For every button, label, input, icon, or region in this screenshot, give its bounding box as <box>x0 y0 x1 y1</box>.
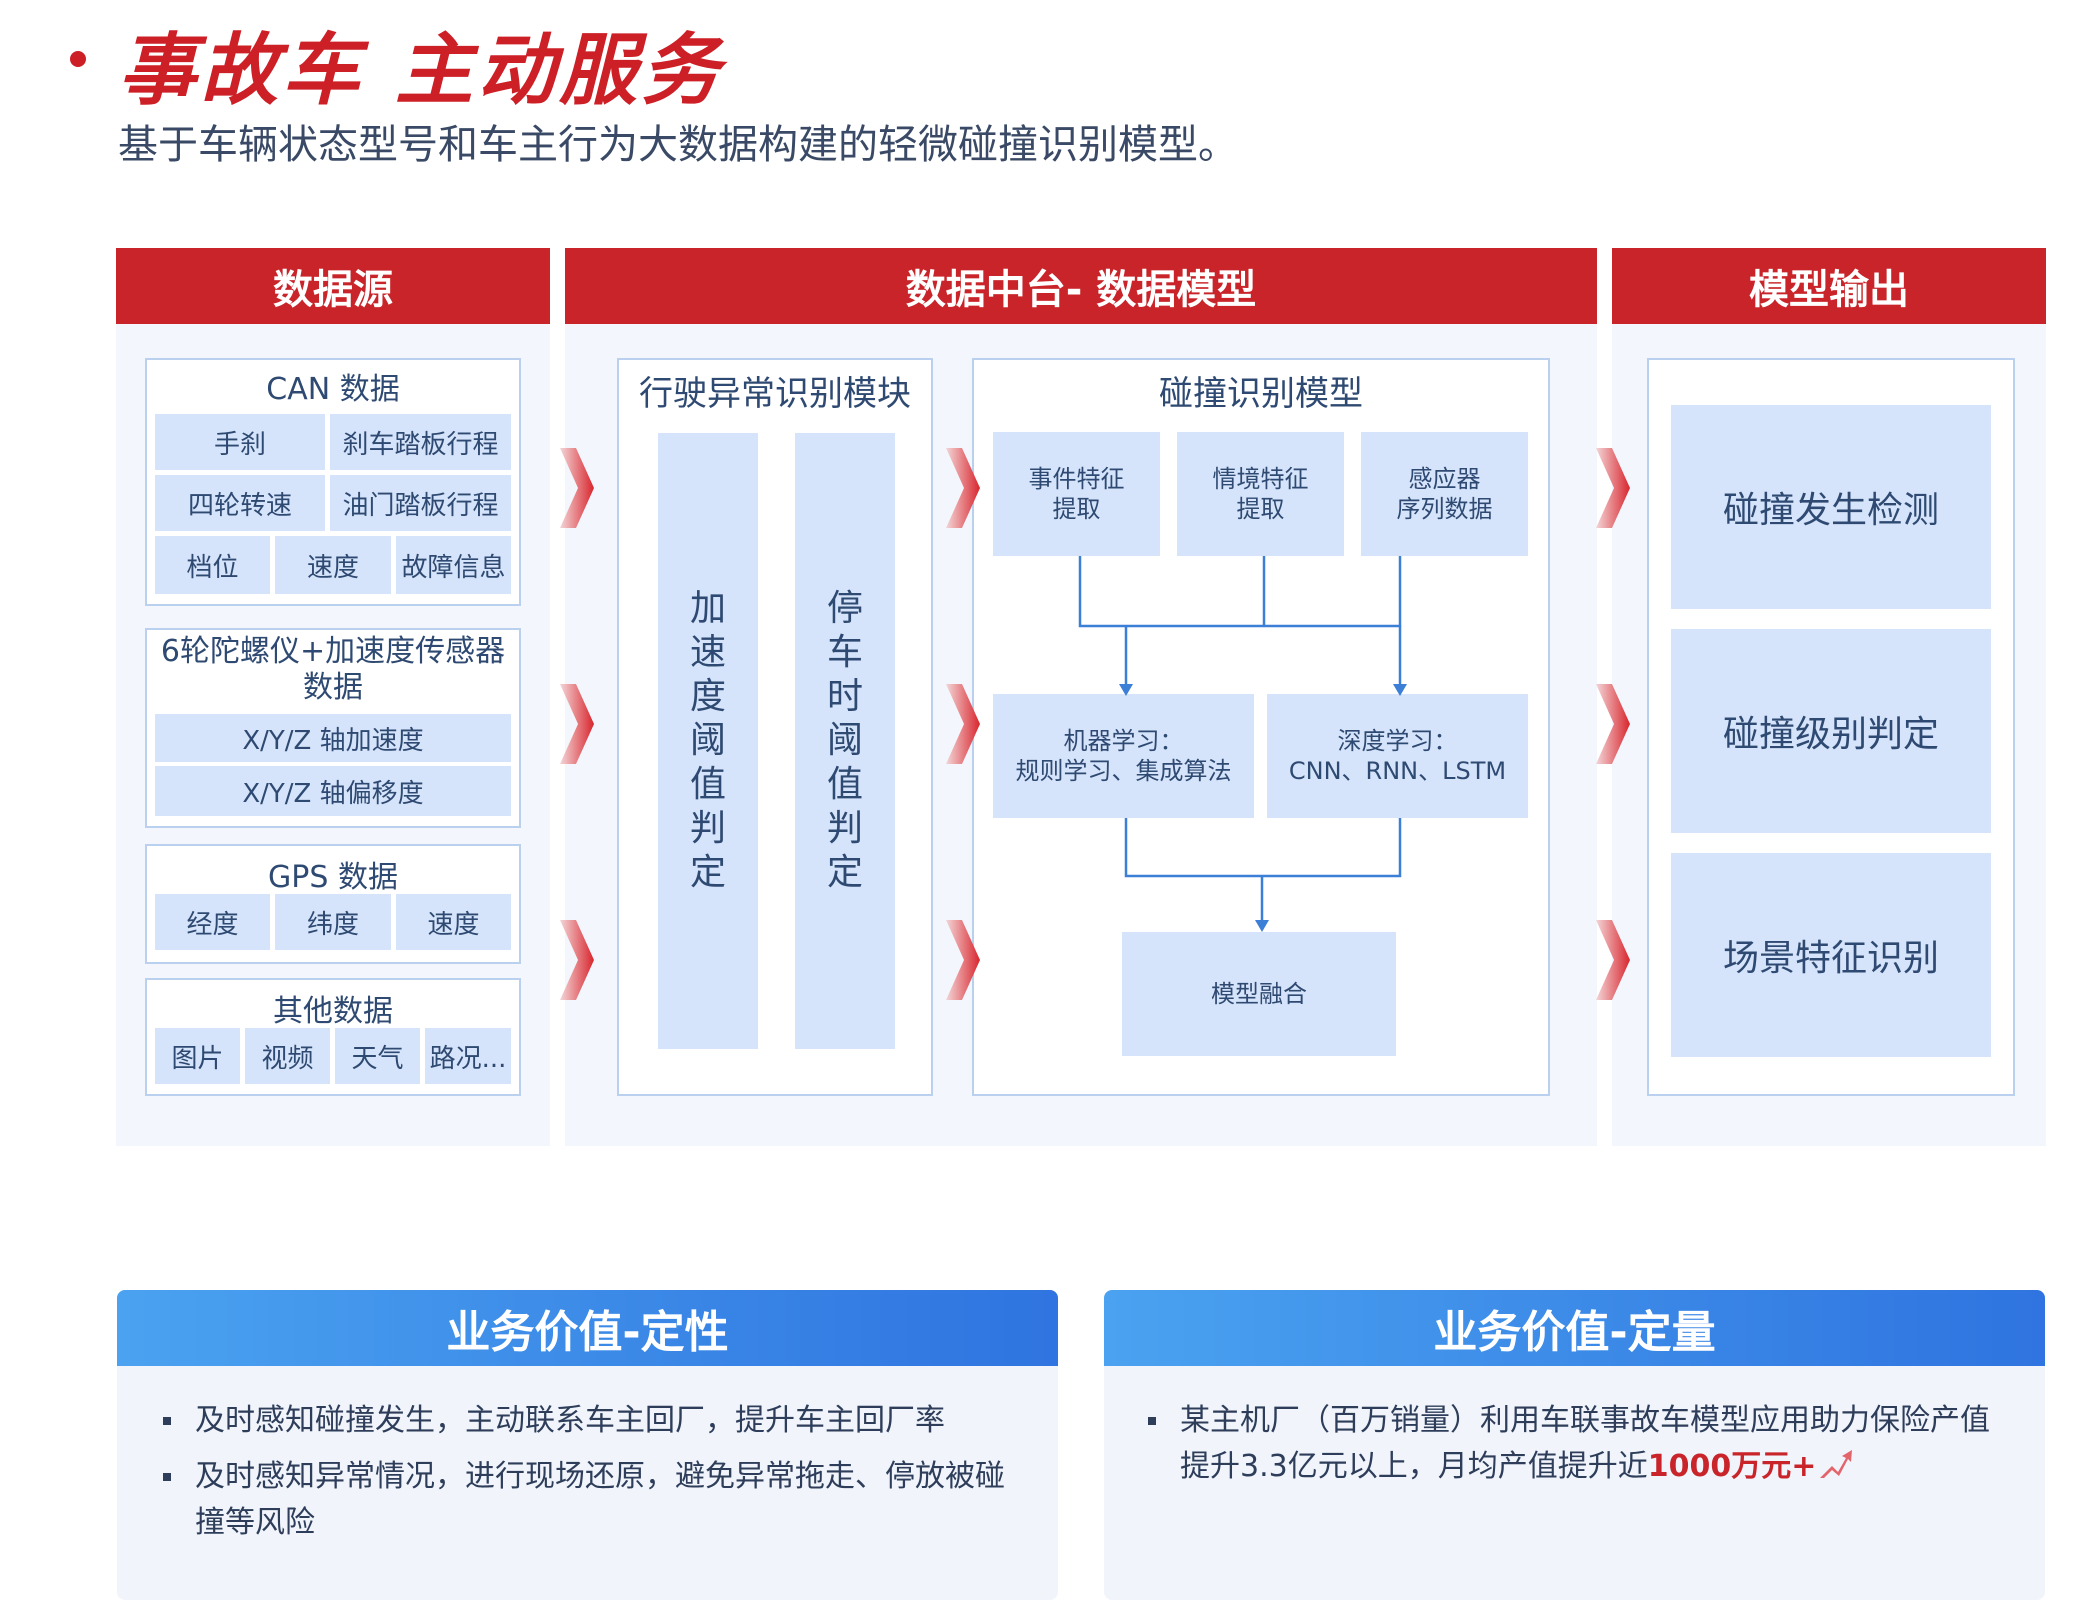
flow-arrow-icon <box>946 448 980 528</box>
flow-arrow-icon <box>946 920 980 1000</box>
gyro-cell: X/Y/Z 轴偏移度 <box>155 766 511 816</box>
flow-arrow-icon <box>560 684 594 764</box>
can-data-title: CAN 数据 <box>266 372 400 407</box>
other-cell: 路况... <box>425 1028 511 1084</box>
other-cell: 视频 <box>245 1028 330 1084</box>
sources-header: 数据源 <box>116 248 550 324</box>
bullet-square-icon <box>163 1473 171 1481</box>
output-item: 碰撞发生检测 <box>1671 405 1991 609</box>
flow-arrow-icon <box>946 684 980 764</box>
learning-cell: 深度学习： CNN、RNN、LSTM <box>1267 694 1528 818</box>
quantitative-item: 某主机厂（百万销量）利用车联事故车模型应用助力保险产值提升3.3亿元以上，月均产… <box>1148 1398 2018 1490</box>
platform-header: 数据中台- 数据模型 <box>565 248 1597 324</box>
learning-join-line <box>1124 818 1402 878</box>
arrowhead-icon <box>1393 684 1407 696</box>
gps-cell: 经度 <box>155 894 270 950</box>
qualitative-list: 及时感知碰撞发生，主动联系车主回厂，提升车主回厂率 及时感知异常情况，进行现场还… <box>163 1398 1033 1546</box>
bullet-square-icon <box>163 1417 171 1425</box>
gyro-data-title: 6轮陀螺仪+加速度传感器数据 <box>160 634 506 705</box>
connector-arrowheads <box>1119 684 1407 932</box>
bullet-square-icon <box>1148 1417 1156 1425</box>
can-cell: 档位 <box>155 536 270 594</box>
anomaly-item: 加速度阈值判定 <box>658 433 758 1049</box>
growth-arrow-icon <box>1820 1450 1853 1478</box>
feature-cell: 感应器 序列数据 <box>1361 432 1528 556</box>
anomaly-item-text: 加速度阈值判定 <box>689 588 726 893</box>
quantitative-list: 某主机厂（百万销量）利用车联事故车模型应用助力保险产值提升3.3亿元以上，月均产… <box>1148 1398 2018 1490</box>
quantitative-highlight: 1000万元+ <box>1647 1449 1817 1484</box>
flow-arrow-icon <box>1596 920 1630 1000</box>
other-data-title: 其他数据 <box>273 994 393 1029</box>
anomaly-item: 停车时阈值判定 <box>795 433 895 1049</box>
anomaly-module-title: 行驶异常识别模块 <box>639 374 911 414</box>
can-cell: 故障信息 <box>396 536 511 594</box>
gps-cell: 纬度 <box>275 894 391 950</box>
connector-lines <box>1078 556 1402 924</box>
title-bullet <box>70 51 86 67</box>
arrowhead-icon <box>1119 684 1133 696</box>
value-quantitative-header: 业务价值-定量 <box>1104 1290 2045 1366</box>
flow-arrows <box>560 448 1630 1000</box>
flow-arrow-icon <box>560 920 594 1000</box>
page-title: 事故车 主动服务 <box>118 26 724 116</box>
other-cell: 天气 <box>335 1028 420 1084</box>
output-item: 碰撞级别判定 <box>1671 629 1991 833</box>
feature-cell: 情境特征 提取 <box>1177 432 1344 556</box>
value-quantitative-body: 某主机厂（百万销量）利用车联事故车模型应用助力保险产值提升3.3亿元以上，月均产… <box>1148 1398 2018 1500</box>
collision-model-title: 碰撞识别模型 <box>1159 374 1363 414</box>
flow-arrow-icon <box>560 448 594 528</box>
qualitative-item: 及时感知碰撞发生，主动联系车主回厂，提升车主回厂率 <box>163 1398 1033 1444</box>
value-qualitative-header: 业务价值-定性 <box>117 1290 1058 1366</box>
other-cell: 图片 <box>155 1028 240 1084</box>
value-qualitative-body: 及时感知碰撞发生，主动联系车主回厂，提升车主回厂率 及时感知异常情况，进行现场还… <box>163 1398 1033 1556</box>
quantitative-item-text: 某主机厂（百万销量）利用车联事故车模型应用助力保险产值提升3.3亿元以上，月均产… <box>1180 1403 1990 1484</box>
output-header: 模型输出 <box>1612 248 2046 324</box>
page-subtitle: 基于车辆状态型号和车主行为大数据构建的轻微碰撞识别模型。 <box>118 122 1238 168</box>
flow-arrow-icon <box>1596 448 1630 528</box>
can-cell: 速度 <box>275 536 391 594</box>
feature-join-line <box>1078 556 1402 628</box>
qualitative-item: 及时感知异常情况，进行现场还原，避免异常拖走、停放被碰撞等风险 <box>163 1454 1033 1546</box>
flow-arrow-icon <box>1596 684 1630 764</box>
gps-cell: 速度 <box>396 894 511 950</box>
gyro-cell: X/Y/Z 轴加速度 <box>155 714 511 762</box>
can-cell: 刹车踏板行程 <box>330 414 511 470</box>
gps-data-title: GPS 数据 <box>268 860 398 895</box>
qualitative-item-text: 及时感知异常情况，进行现场还原，避免异常拖走、停放被碰撞等风险 <box>195 1459 1005 1540</box>
can-cell: 四轮转速 <box>155 475 325 531</box>
can-cell: 手刹 <box>155 414 325 470</box>
learning-cell: 机器学习： 规则学习、集成算法 <box>993 694 1254 818</box>
feature-cell: 事件特征 提取 <box>993 432 1160 556</box>
can-cell: 油门踏板行程 <box>330 475 511 531</box>
arrowhead-icon <box>1255 920 1269 932</box>
fusion-cell: 模型融合 <box>1122 932 1396 1056</box>
output-item: 场景特征识别 <box>1671 853 1991 1057</box>
anomaly-item-text: 停车时阈值判定 <box>826 588 863 893</box>
qualitative-item-text: 及时感知碰撞发生，主动联系车主回厂，提升车主回厂率 <box>195 1403 945 1438</box>
